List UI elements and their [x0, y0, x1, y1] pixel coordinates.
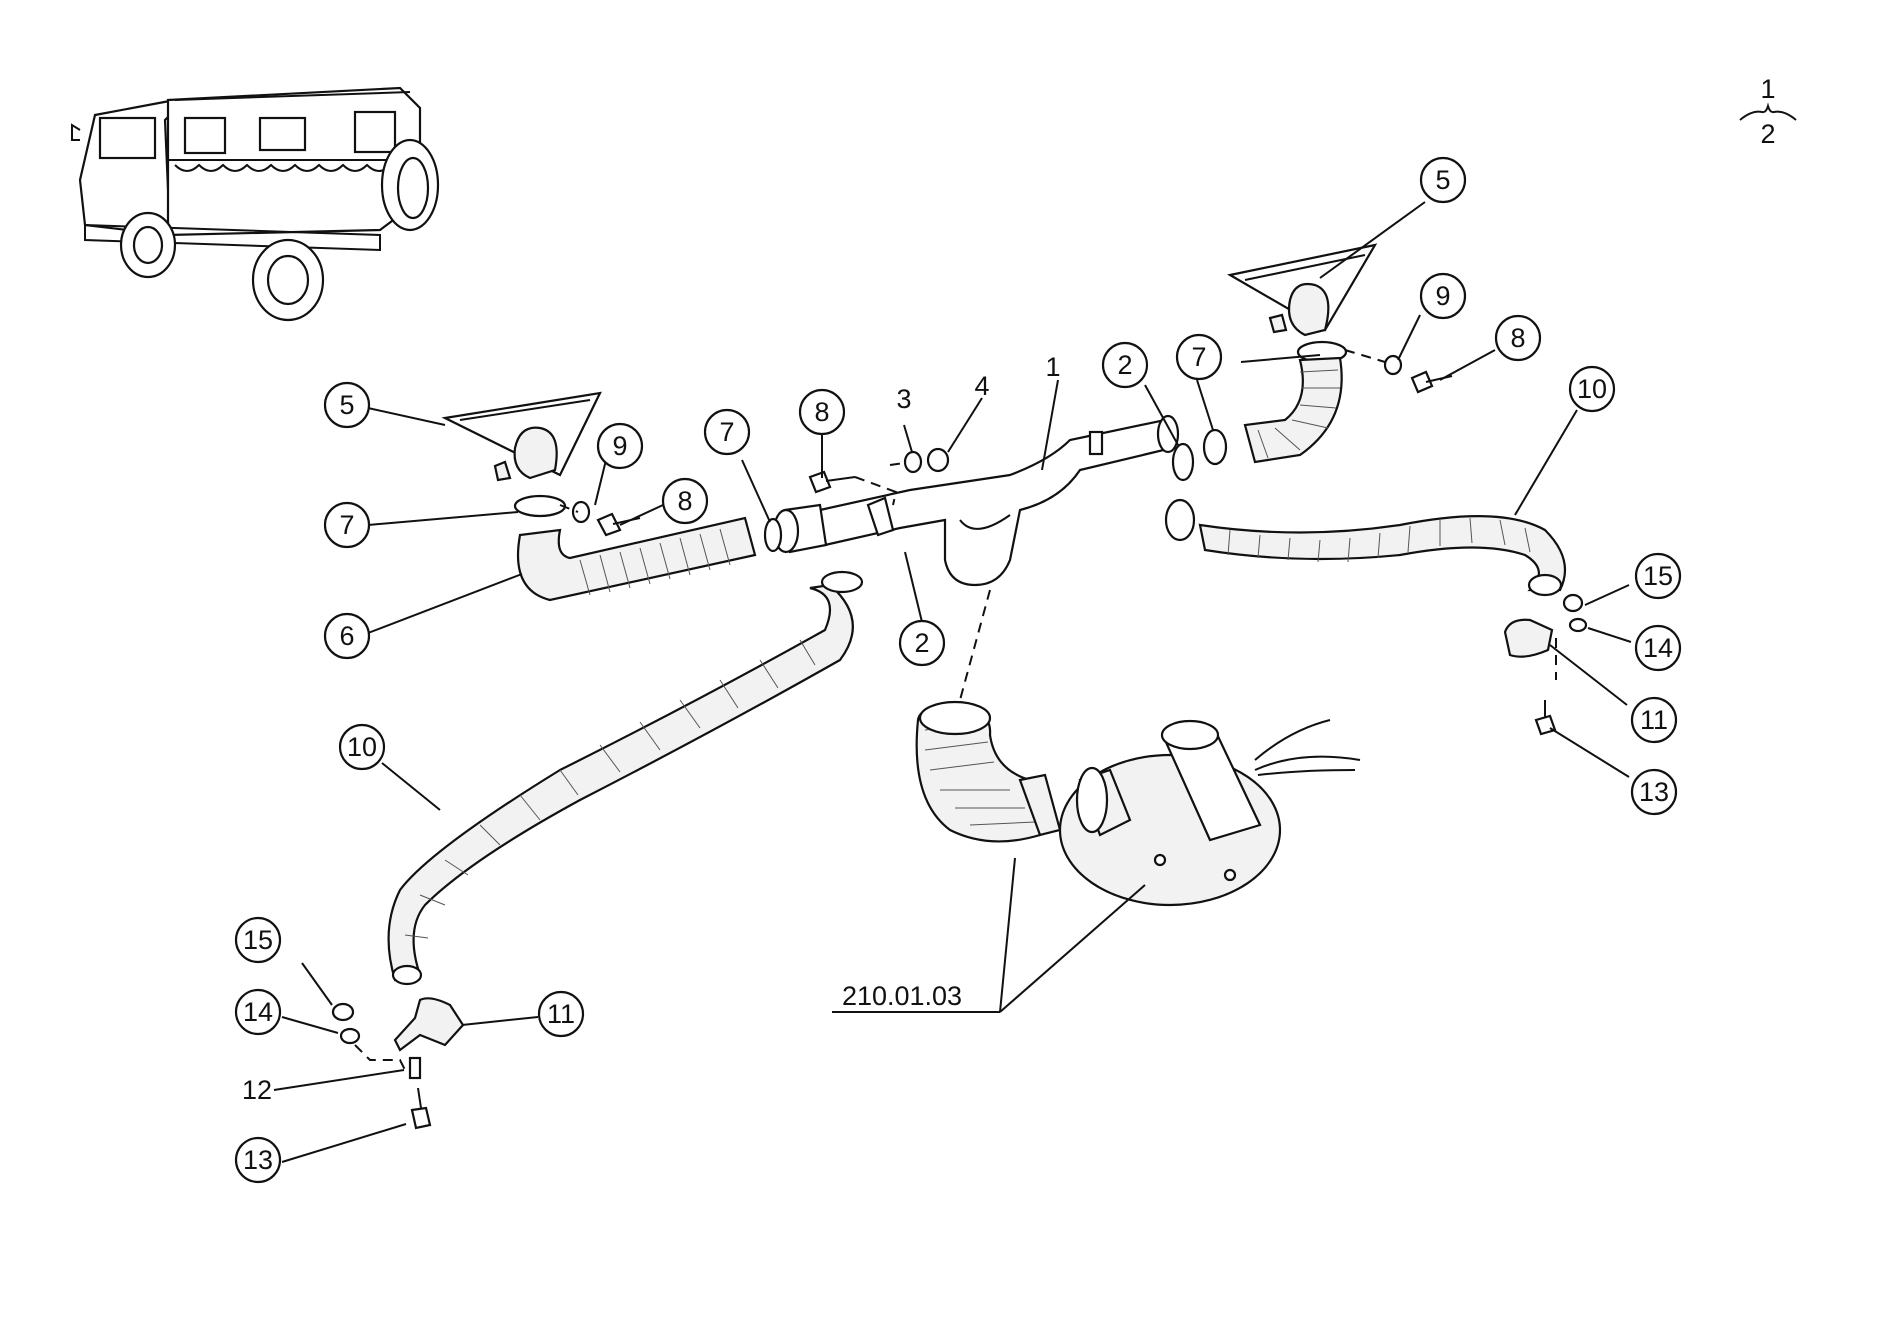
- svg-text:7: 7: [1191, 342, 1206, 372]
- blower-hose: [915, 700, 1062, 843]
- left-washer-9: [571, 500, 591, 524]
- svg-text:14: 14: [243, 997, 273, 1027]
- left-nut-15: [331, 1002, 355, 1022]
- callout-5-right: 5: [1419, 156, 1467, 204]
- label-3: 3: [896, 384, 911, 414]
- page-marker: 1 2: [1739, 74, 1797, 149]
- callout-2-mid: 2: [898, 619, 946, 667]
- nut-4: [926, 447, 950, 473]
- clamp-7-right: [1202, 428, 1228, 466]
- svg-text:5: 5: [1435, 165, 1450, 195]
- svg-text:10: 10: [347, 732, 377, 762]
- clamp-2-mid: [866, 496, 895, 537]
- callout-6: 6: [323, 612, 371, 660]
- callout-7-left: 7: [323, 501, 371, 549]
- svg-text:7: 7: [339, 510, 354, 540]
- callout-9-left: 9: [596, 422, 644, 470]
- svg-text:15: 15: [1643, 561, 1673, 591]
- right-nut-15: [1562, 593, 1584, 613]
- hose-6: [516, 516, 757, 602]
- svg-text:9: 9: [612, 431, 627, 461]
- svg-text:13: 13: [243, 1145, 273, 1175]
- page-marker-bottom: 2: [1760, 119, 1775, 149]
- svg-text:5: 5: [339, 390, 354, 420]
- leader-lines: [273, 201, 1632, 1163]
- callout-13-right: 13: [1630, 768, 1678, 816]
- hose-10-left: [387, 583, 854, 986]
- distribution-pipe: [772, 414, 1180, 587]
- callout-8-left: 8: [661, 477, 709, 525]
- svg-text:11: 11: [547, 999, 575, 1029]
- svg-text:8: 8: [1510, 323, 1525, 353]
- hose-10-right: [1198, 515, 1567, 597]
- label-12: 12: [242, 1075, 272, 1105]
- right-vent-nozzle: [1226, 243, 1378, 337]
- svg-text:14: 14: [1643, 633, 1673, 663]
- left-vent-clamp: [513, 494, 567, 518]
- hose-right-upper: [1243, 356, 1343, 464]
- bolt-8-mid-head: [808, 470, 832, 494]
- clamp-2-right: [1171, 442, 1195, 482]
- clamp-bottom-left: [820, 570, 864, 594]
- svg-text:6: 6: [339, 621, 354, 651]
- callout-13-left: 13: [234, 1136, 282, 1184]
- callout-8-mid: 8: [798, 388, 846, 436]
- callout-8-right: 8: [1494, 314, 1542, 362]
- callout-7-mid: 7: [703, 408, 751, 456]
- callout-10-right: 10: [1568, 365, 1616, 413]
- svg-text:2: 2: [914, 628, 929, 658]
- blower-unit: [1058, 719, 1361, 907]
- left-elbow-11: [393, 997, 465, 1052]
- svg-text:9: 9: [1435, 281, 1450, 311]
- svg-text:11: 11: [1640, 705, 1668, 735]
- callout-10-left: 10: [338, 723, 386, 771]
- callout-7-right: 7: [1175, 333, 1223, 381]
- assembly-reference-label: 210.01.03: [842, 981, 962, 1011]
- callout-11-left: 11: [537, 990, 585, 1038]
- svg-text:15: 15: [243, 925, 273, 955]
- callout-15-right: 15: [1634, 552, 1682, 600]
- left-bolt-13-head: [410, 1106, 432, 1130]
- left-bolt-8-head: [596, 512, 622, 537]
- svg-text:10: 10: [1577, 374, 1607, 404]
- svg-text:8: 8: [814, 397, 829, 427]
- svg-text:2: 2: [1117, 350, 1132, 380]
- label-1: 1: [1045, 352, 1060, 382]
- left-pin-12: [408, 1056, 422, 1080]
- washer-3: [903, 450, 923, 474]
- right-elbow-11: [1503, 618, 1554, 658]
- svg-text:8: 8: [677, 486, 692, 516]
- right-washer-14: [1568, 617, 1588, 633]
- clamp-7-mid: [763, 517, 783, 553]
- callout-9-right: 9: [1419, 272, 1467, 320]
- callout-14-left: 14: [234, 988, 282, 1036]
- left-washer-14: [339, 1027, 361, 1045]
- callout-2-right: 2: [1101, 341, 1149, 389]
- right-bolt-8-head: [1410, 370, 1434, 394]
- right-bolt-13-head: [1534, 714, 1557, 736]
- right-washer-9: [1383, 354, 1403, 376]
- page-marker-top: 1: [1760, 74, 1775, 104]
- callout-14-right: 14: [1634, 624, 1682, 672]
- svg-text:13: 13: [1639, 777, 1669, 807]
- callout-5-left: 5: [323, 381, 371, 429]
- callout-15-left: 15: [234, 916, 282, 964]
- clamp-right-hose: [1164, 498, 1196, 542]
- svg-text:7: 7: [719, 417, 734, 447]
- callout-11-right: 11: [1630, 696, 1678, 744]
- left-vent-nozzle: [441, 391, 602, 482]
- label-4: 4: [974, 371, 989, 401]
- vehicle-thumbnail: [71, 86, 440, 322]
